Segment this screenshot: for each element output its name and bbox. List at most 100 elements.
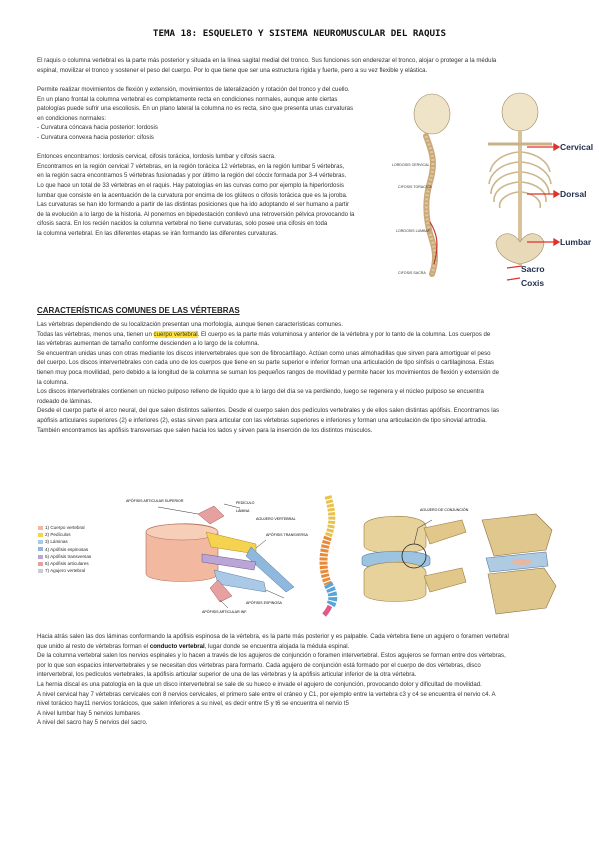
handwritten-cifosis-sacra: CIFOSIS SACRA [398,271,426,275]
section-line: tienen muy poca movilidad, pero debido a… [37,368,500,376]
section-line: También encontramos las apófisis transve… [37,426,373,434]
curvatures-line: de la evolución a lo largo de la histori… [37,210,355,218]
label-pediculo: PEDÍCULO [236,501,255,505]
bold-conducto-vertebral: conducto vertebral [149,642,205,650]
posterior-skeleton-illustration [488,92,552,265]
label-cervical: Cervical [560,142,593,152]
legend-label: 1) Cuerpo vertebral [45,525,85,530]
text-span: , lugar donde se encuentra alojada la mé… [204,642,350,650]
legend-label: 5) Apófisis transversas [45,553,92,559]
bottom-line: intervertebral, los pedículos vertebrale… [37,671,417,679]
curvatures-line: Lo que hace un total de 33 vértebras en … [37,181,344,189]
legend-item: 7) Agujero vertebral [38,567,91,574]
section-line: Se encuentran unidas unas con otras medi… [37,349,491,357]
section-line: Desde el cuerpo parte el arco neural, de… [37,407,500,415]
vertebrae-section: Las vértebras dependiendo de su localiza… [37,320,567,435]
disc-section-illustration [481,513,557,615]
legend-swatch [38,554,43,559]
section-line: Todas las vértebras, menos una, tienen u… [37,330,567,340]
bottom-line: De la columna vertebral salen los nervio… [37,652,506,660]
section-line: del cuerpo. Los discos intervertebrales … [37,359,494,367]
curvatures-line: - Curvatura cóncava hacia posterior: lor… [37,124,158,132]
legend-swatch [38,540,43,545]
label-dorsal: Dorsal [560,189,586,199]
legend-item: 6) Apófisis articulares [38,560,91,567]
bottom-line: La hernia discal es una patología en la … [37,680,482,688]
text-span: que unido al resto de vértebras forman e… [37,642,150,650]
legend-item: 5) Apófisis transversas [38,553,91,560]
section-line: Las vértebras dependiendo de su localiza… [37,321,343,328]
label-coxis: Coxis [521,278,544,288]
page-title: TEMA 18: ESQUELETO Y SISTEMA NEUROMUSCUL… [152,28,447,39]
colored-spine-illustration [319,495,338,617]
curvatures-line: en condiciones normales: [37,114,107,122]
text-span: . El cuerpo es la parte más voluminosa y… [197,330,491,338]
section-line: las vértebras aumentan de tamaño conform… [37,340,260,348]
curvatures-line: Entonces encontramos: lordosis cervical,… [37,153,276,161]
label-apofisis-articular-superior: APÓFISIS ARTICULAR SUPERIOR [126,498,184,503]
curvatures-line: En un plano frontal la columna vertebral… [37,95,338,103]
section-line: apófisis articulares superiores (2) e in… [37,416,487,424]
curvatures-line [37,143,422,153]
legend-label: 7) Agujero vertebral [45,568,86,574]
legend-label: 3) Láminas [45,539,68,545]
bottom-rest: De la columna vertebral salen los nervio… [37,651,577,728]
curvatures-line: - Curvatura convexa hacia posterior: cif… [37,133,154,141]
bottom-line: A nivel lumbar hay 5 nervios lumbares [37,709,140,717]
legend-item: 1) Cuerpo vertebral [38,524,91,531]
label-apofisis-espinosa: APÓFISIS ESPINOSA [246,600,283,605]
legend-label: 2) Pedículos [45,532,71,538]
bottom-line: nivel torácico hay11 nervios torácicos, … [37,700,349,708]
curvatures-line: en la región sacra encontramos 5 vértebr… [37,172,347,180]
section-line: la columna. [37,378,69,386]
legend-swatch [38,569,43,573]
handwritten-lordosis-lumbar: LORDOSIS LUMBAR [396,229,431,233]
region-arrows [506,142,561,281]
intro-line: espinal, movilizar el tronco y sostener … [37,66,428,74]
intro-paragraph: El raquis o columna vertebral es la part… [37,56,567,75]
legend-label: 6) Apófisis articulares [45,561,89,567]
legend-swatch [38,525,43,530]
label-sacro: Sacro [521,264,545,274]
curvatures-line: cifosis sacra. En los recién nacidos la … [37,220,328,228]
curvatures-line: Las curvaturas se han ido formando a par… [37,201,349,209]
legend-item: 4) Apófisis espinosas [38,546,91,553]
handwritten-cifosis-toracica: CIFOSIS TORACICA [398,185,432,189]
section-line: rodeado de láminas. [37,397,93,405]
bottom-line: A nivel del sacro hay 5 nervios del sacr… [37,719,148,727]
skeleton-figure: Cervical Dorsal Lumbar Sacro Coxis LORDO… [392,92,593,288]
legend-swatch [38,547,43,552]
section-rest: Se encuentran unidas unas con otras medi… [37,349,567,435]
curvatures-line: la columna vertebral. En las diferentes … [37,229,278,237]
label-apofisis-transversa: APÓFISIS TRANSVERSA [266,532,308,537]
handwritten-lordosis-cervical: LORDOSIS CERVICAL [392,163,429,167]
bottom-line: que unido al resto de vértebras forman e… [37,642,577,652]
intro-line: El raquis o columna vertebral es la part… [37,57,497,64]
bottom-line: por lo que son espacios intervertebrales… [37,661,481,669]
section-line: Los discos intervertebrales contienen un… [37,388,484,396]
lateral-spine-illustration [413,93,451,277]
legend-label: 4) Apófisis espinosas [45,546,89,552]
label-lamina: LÁMINA [236,509,250,513]
bottom-line: A nivel cervical hay 7 vértebras cervica… [37,690,496,698]
curvatures-line: lumbar que consiste en la acentuación de… [37,191,348,199]
legend-swatch [38,532,43,537]
label-agujero-vertebral: AGUJERO VERTEBRAL [256,517,296,521]
curvatures-line: Permite realizar movimientos de flexión … [37,86,350,93]
section-title: CARACTERÍSTICAS COMUNES DE LAS VÉRTEBRAS [37,306,240,315]
text-span: Todas las vértebras, menos una, tienen u… [37,330,154,338]
label-agujero-de-conjuncion: AGUJERO DE CONJUNCIÓN [420,507,469,512]
label-lumbar: Lumbar [560,237,592,247]
label-apofisis-articular-inf: APÓFISIS ARTICULAR INF. [202,609,247,614]
highlight-cuerpo-vertebral: cuerpo vertebral [153,330,198,338]
curvatures-line: Encontramos en la región cervical 7 vért… [37,162,345,170]
legend-item: 3) Láminas [38,538,91,545]
curvatures-line: patologías puede sufrir una escoliosis. … [37,105,354,113]
vertebrae-stack-illustration: AGUJERO DE CONJUNCIÓN [361,507,469,602]
bottom-line: Hacia atrás salen las dos láminas confor… [37,633,509,640]
bottom-section: Hacia atrás salen las dos láminas confor… [37,632,577,728]
curvatures-paragraph: Permite realizar movimientos de flexión … [37,85,422,239]
